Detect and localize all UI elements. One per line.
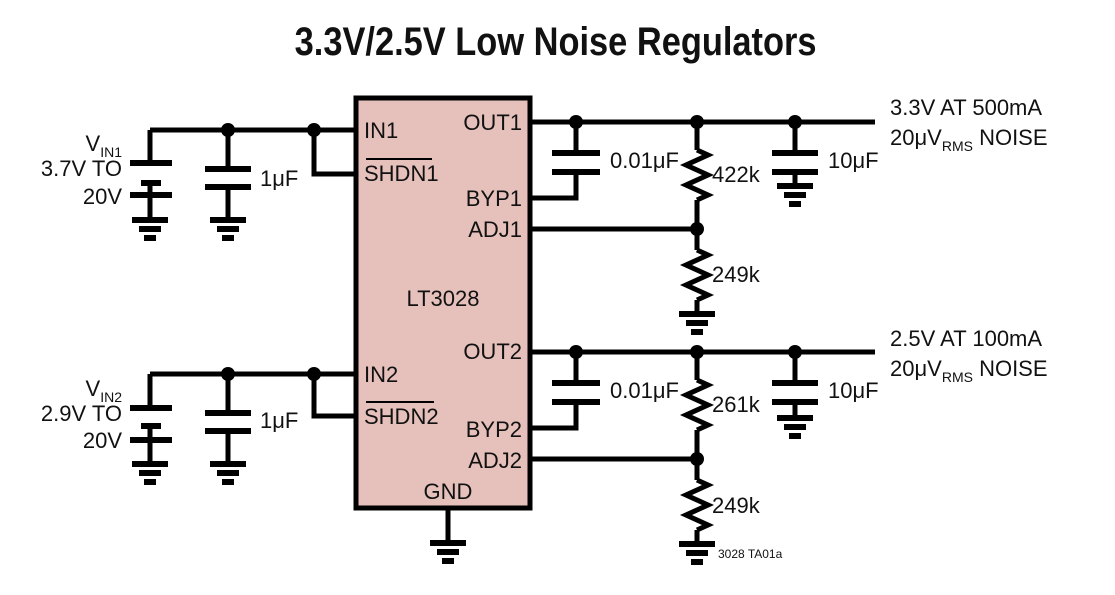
junction-adj2 [690, 452, 704, 466]
vin1-range-line1: 3.7V TO [41, 156, 122, 181]
pin-out2-label: OUT2 [463, 339, 522, 364]
out2-noise-spec: 20μVRMS NOISE [890, 356, 1048, 385]
ground-symbol [430, 540, 466, 564]
junction-out2-cap [788, 345, 802, 359]
ground-symbol [210, 461, 246, 485]
out1-spec-line1: 3.3V AT 500mA [890, 95, 1042, 120]
junction-in1-shdn [307, 123, 321, 137]
vin2-range-line2: 20V [83, 428, 122, 453]
ground-symbol [132, 217, 168, 241]
vin2-label: VIN2 [86, 376, 123, 405]
page-title: 3.3V/2.5V Low Noise Regulators [294, 20, 817, 64]
r-top2-value: 261k [712, 392, 761, 417]
cbyp2-value: 0.01μF [610, 378, 679, 403]
vin2-range-line1: 2.9V TO [41, 401, 122, 426]
r-bot2-value: 249k [712, 493, 761, 518]
ground-symbol [679, 541, 715, 565]
ground-symbol [777, 415, 813, 439]
cout2-value: 10μF [828, 378, 879, 403]
pin-adj2-label: ADJ2 [468, 448, 522, 473]
pin-in2-label: IN2 [364, 362, 398, 387]
junction-out1-div [690, 115, 704, 129]
junction-out2-byp [569, 345, 583, 359]
ground-symbol [210, 217, 246, 241]
cout1-value: 10μF [828, 148, 879, 173]
junction-out1-byp [569, 115, 583, 129]
vin1-range-line2: 20V [83, 184, 122, 209]
cin1-value: 1μF [260, 166, 298, 191]
r-bot1-value: 249k [712, 262, 761, 287]
input2-network [130, 371, 356, 462]
lt3028-ic-body [353, 95, 533, 511]
junction-adj1 [690, 222, 704, 236]
junction-out1-cap [788, 115, 802, 129]
r-top1-value: 422k [712, 162, 761, 187]
pin-out1-label: OUT1 [463, 110, 522, 135]
ground-symbol [679, 311, 715, 335]
pin-shdn2-label: SHDN2 [364, 404, 439, 429]
junction-in2-cap [221, 367, 235, 381]
input1-network [130, 127, 356, 218]
out1-noise-spec: 20μVRMS NOISE [890, 125, 1048, 154]
cbyp1-value: 0.01μF [610, 148, 679, 173]
junction-in2-shdn [307, 367, 321, 381]
pin-gnd-label: GND [424, 479, 473, 504]
output2-network [530, 349, 875, 542]
cin2-value: 1μF [260, 408, 298, 433]
vin1-label: VIN1 [86, 131, 123, 160]
pin-byp2-label: BYP2 [466, 417, 522, 442]
out2-spec-line1: 2.5V AT 100mA [890, 326, 1042, 351]
pin-shdn1-label: SHDN1 [364, 161, 439, 186]
ground-symbol [132, 461, 168, 485]
output1-network [530, 119, 875, 312]
junction-out2-div [690, 345, 704, 359]
ground-symbol [777, 183, 813, 207]
ic-part-label: LT3028 [407, 286, 480, 311]
junction-in1-cap [221, 123, 235, 137]
figure-reference: 3028 TA01a [718, 547, 783, 561]
pin-adj1-label: ADJ1 [468, 217, 522, 242]
pin-byp1-label: BYP1 [466, 186, 522, 211]
pin-in1-label: IN1 [364, 118, 398, 143]
